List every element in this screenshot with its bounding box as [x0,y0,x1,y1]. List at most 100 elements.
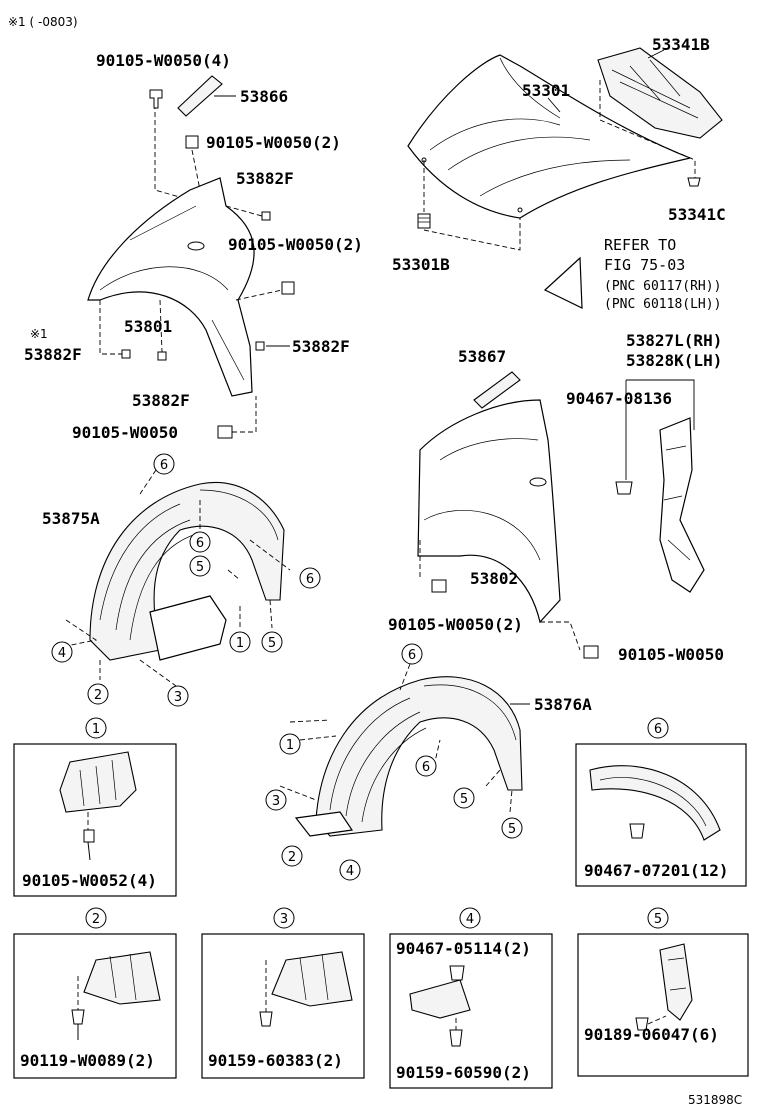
clip-icon [615,481,633,495]
ref-circle-2-num: 2 [288,850,296,865]
label-90105-W0050-4: 90105-W0050(4) [96,51,231,70]
ref-circle-4 [51,641,73,663]
label-90105-W0050-2b: 90105-W0050(2) [228,235,363,254]
label-53301: 53301 [522,81,570,100]
clip-icon [157,351,167,361]
clip-icon [629,823,645,839]
ref-circle-2 [87,683,109,705]
fender-panel-53801[interactable] [87,177,255,397]
liner-53876A-panel[interactable] [315,676,523,837]
clip-icon [121,349,131,359]
label-90105-W0050-2c: 90105-W0050(2) [388,615,523,634]
ref-circle-5-num: 5 [508,822,516,837]
ref-circle-1 [229,631,251,653]
bolt-icon [149,89,163,109]
bolt-icon [449,1029,463,1047]
ref-circle-1-num: 1 [286,738,294,753]
fender-liner-right: 53876A 6 1 6 3 5 5 2 4 [265,643,592,881]
refer-to-line1: REFER TO [604,236,676,254]
detail-6-part: 90467-07201(12) [584,861,729,880]
ref-circle-5-num: 5 [460,792,468,807]
ref-circle-3-num: 3 [272,794,280,809]
ref-circle-6-num: 6 [196,536,204,551]
liner-lower-tab[interactable] [294,811,354,837]
label-53882F-b: 53882F [24,345,82,364]
cushion-53301B-icon [417,213,431,229]
label-53801: 53801 [124,317,172,336]
ref-circle-1 [279,733,301,755]
figure-code: 531898C [688,1093,742,1107]
detail-box-2: 2 90119-W0089(2) [13,907,177,1079]
ref-circle-4-num: 4 [58,646,66,661]
ref-circle-3-num: 3 [174,690,182,705]
ref-circle-3 [167,685,189,707]
label-53301B: 53301B [392,255,450,274]
ref-circle-4 [339,859,361,881]
label-90467-08136: 90467-08136 [566,389,672,408]
ref-circle-6-num: 6 [422,760,430,775]
detail-2-part: 90119-W0089(2) [20,1051,155,1070]
detail-box-4: 4 90467-05114(2) 90159-60590(2) [389,907,553,1089]
ref-circle-6-num: 6 [408,648,416,663]
ref-circle-5 [501,817,523,839]
bolt-icon [71,1009,85,1040]
detail-5-circle: 5 [654,912,662,927]
detail-4-circle: 4 [466,912,474,927]
seal-53866[interactable] [177,75,223,117]
ref-circle-6-num: 6 [160,458,168,473]
ref-circle-3 [265,789,287,811]
label-53802: 53802 [470,569,518,588]
detail-3-part: 90159-60383(2) [208,1051,343,1070]
bolt-icon [259,1011,273,1027]
seal-53867[interactable] [473,371,521,409]
star1-mark: ※1 [30,327,48,341]
applicability-note: ※1 ( -0803) [8,15,78,29]
fender-liner-left: 53875A 6 6 5 6 1 5 4 2 3 [42,453,321,707]
ref-circle-5-num: 5 [268,636,276,651]
detail-box-6: 6 90467-07201(12) [575,717,747,887]
ref-circle-2 [281,845,303,867]
detail-box-1: 1 90105-W0052(4) [13,717,177,897]
detail-2-circle: 2 [92,912,100,927]
bracket-53827L-panel[interactable] [659,417,705,593]
front-fender-right: 53867 53802 90105-W0050(2) 90105-W0050 [388,347,724,664]
ref-circle-1-num: 1 [236,636,244,651]
label-53828K: 53828K(LH) [626,351,722,370]
fender-bracket: 53827L(RH) 53828K(LH) 90467-08136 [566,331,722,593]
hood-assembly: 53341B 53301 53341C 53301B [392,35,726,274]
ref-circle-2-num: 2 [94,688,102,703]
front-fender-left: 90105-W0050(4) 53866 90105-W0050(2) 5380… [24,51,363,442]
clip-icon [261,211,271,221]
bolt-icon [185,135,199,149]
label-53875A: 53875A [42,509,100,528]
ref-circle-5 [189,555,211,577]
detail-4-part-top: 90467-05114(2) [396,939,531,958]
bolt-icon [217,425,233,439]
refer-to-line2: FIG 75-03 [604,256,685,274]
bolt-icon [583,645,599,659]
ref-circle-5 [453,787,475,809]
detail-box-3: 3 90159-60383(2) [201,907,365,1079]
detail-1-part: 90105-W0052(4) [22,871,157,890]
detail-6-circle: 6 [654,722,662,737]
bolt-icon [281,281,295,295]
fender-panel-53802[interactable] [417,399,561,624]
liner-53875A-panel[interactable] [89,482,285,661]
refer-to-line3: (PNC 60117(RH)) [604,279,721,294]
ref-circle-6 [153,453,175,475]
detail-1-circle: 1 [92,722,100,737]
refer-note: REFER TO FIG 75-03 (PNC 60117(RH)) (PNC … [543,236,721,312]
ref-circle-4-num: 4 [346,864,354,879]
ref-circle-6 [299,567,321,589]
bolt-icon [83,829,95,861]
detail-5-part: 90189-06047(6) [584,1025,719,1044]
label-53876A: 53876A [534,695,592,714]
ref-circle-5 [261,631,283,653]
liner-lower-plate[interactable] [149,595,227,661]
clip-53341C-icon [687,177,701,187]
detail-3-circle: 3 [280,912,288,927]
clip-icon [255,341,265,351]
detail-box-5: 5 90189-06047(6) [577,907,749,1077]
detail-4-part-bottom: 90159-60590(2) [396,1063,531,1082]
